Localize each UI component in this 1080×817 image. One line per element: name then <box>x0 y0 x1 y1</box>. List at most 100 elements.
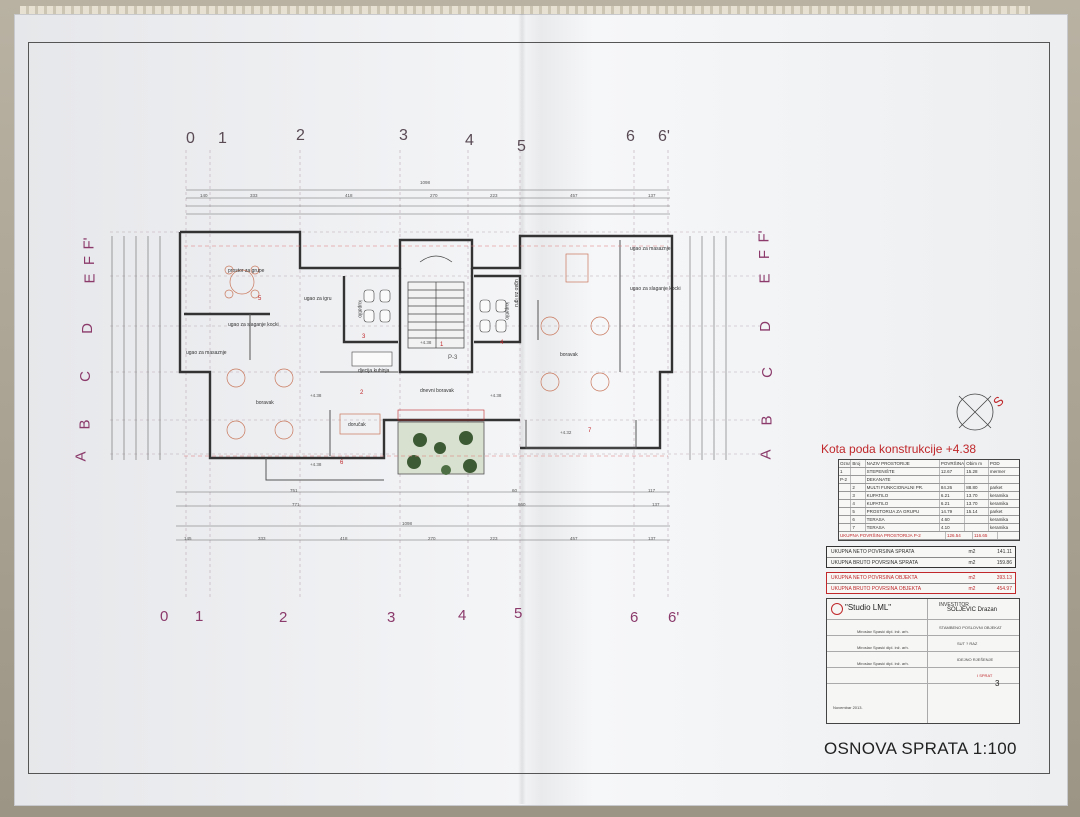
level-mark: +4.38 <box>310 393 322 398</box>
axis-bottom-0: 0 <box>160 608 169 625</box>
drawing-date: Novembar 2013. <box>833 705 863 710</box>
header-cell: Obim m <box>965 460 989 467</box>
table-cell <box>965 524 989 531</box>
area-table: Oznaka Broj NAZIV PROSTORIJE POVRŠINA m2… <box>838 459 1020 541</box>
dim-top-overall: 1098 <box>420 180 431 185</box>
room-label: djecija kuhinja <box>358 368 390 374</box>
dimension-lines <box>111 189 727 541</box>
room-label: ugao za igru <box>304 296 332 302</box>
studio-name: "Studio LML" <box>845 603 892 612</box>
room-label: boravak <box>256 400 274 406</box>
table-cell: 84.26 <box>940 484 966 491</box>
table-cell: 4.10 <box>940 524 966 531</box>
header-cell: POD <box>989 461 1000 466</box>
axis-top-0: 0 <box>186 130 195 147</box>
area-table-header: Oznaka Broj NAZIV PROSTORIJE POVRŠINA m2… <box>839 460 1019 468</box>
axis-left-Fprime: F' <box>80 237 98 250</box>
axis-top-5: 5 <box>517 138 526 155</box>
room-number: 7 <box>588 428 592 434</box>
room-label: dnevni boravak <box>420 388 454 394</box>
table-cell: 15.14 <box>965 508 989 515</box>
axis-top-2: 2 <box>296 127 305 144</box>
dim-bottom1-2: 60 <box>512 488 518 493</box>
floors-info: SUT ? RAZ <box>957 641 978 646</box>
title-block-divider <box>827 667 1019 668</box>
level-mark: +4.32 <box>560 430 572 435</box>
floor-level-heading: Kota poda konstrukcije +4.38 <box>821 442 977 456</box>
table-cell: KUPATILO <box>866 500 940 507</box>
axis-top-6prime: 6' <box>658 128 670 145</box>
staircase <box>407 255 465 349</box>
partitions <box>249 240 621 456</box>
table-cell <box>839 524 852 531</box>
table-cell: 4 <box>851 500 866 507</box>
room-number: 1 <box>440 342 444 348</box>
dim-bottom3-2: 333 <box>258 536 266 541</box>
title-block-divider <box>827 651 1019 652</box>
dim-bottom2-1: 771 <box>292 502 300 507</box>
axis-left-B: B <box>76 419 94 430</box>
axis-right-Fprime: F' <box>755 230 773 243</box>
axis-bottom-5: 5 <box>514 605 523 622</box>
dim-top-7: 137 <box>648 193 656 198</box>
table-cell <box>839 516 852 523</box>
outer-frame <box>28 42 1050 774</box>
table-cell: 4.60 <box>940 516 966 523</box>
table-cell: MULTI FUNKCIONALNI PR. <box>866 484 940 491</box>
axis-left-E: E <box>81 273 99 284</box>
dim-bottom1-1: 751 <box>290 488 298 493</box>
author-name: Miroslav Spasić dipl. inž. arh. <box>857 629 909 634</box>
axis-right-B: B <box>758 415 776 426</box>
walls <box>178 230 674 460</box>
table-cell: STEPENIŠTE <box>866 468 940 475</box>
sheet-title: OSNOVA SPRATA 1:100 <box>824 739 1017 758</box>
table-cell: keramika <box>989 517 1009 522</box>
studio-logo-icon <box>831 603 843 615</box>
room-label: kupatilo <box>356 300 363 318</box>
axis-left-C: C <box>76 371 94 382</box>
planter-garden <box>397 421 485 475</box>
table-cell: P-2 <box>839 476 852 483</box>
room-number: 3 <box>362 334 366 340</box>
summary-unit: m2 <box>968 575 976 581</box>
table-cell: DEKANATE <box>866 476 940 483</box>
summary-value: 159.86 <box>996 560 1012 566</box>
header-cell: Oznaka <box>840 460 852 467</box>
sheet-number: 3 <box>995 679 1000 688</box>
axis-top-4: 4 <box>465 132 474 149</box>
bathroom-fixtures <box>351 289 507 367</box>
summary-label: UKUPNA NETO POVRSINA OBJEKTA <box>831 575 918 581</box>
axis-right-C: C <box>758 367 776 378</box>
room-label: ugao za igru <box>512 279 519 307</box>
room-label: ugao za masaznje <box>630 246 671 252</box>
header-cell: Broj <box>851 460 866 467</box>
dim-bottom3-6: 457 <box>570 536 578 541</box>
terraces <box>265 409 637 481</box>
table-cell: KUPATILO <box>866 492 940 499</box>
dim-bottom3-4: 270 <box>428 536 436 541</box>
table-cell: 13.70 <box>965 492 989 499</box>
summary-label: UKUPNA BRUTO POVRSINA OBJEKTA <box>831 586 922 592</box>
axis-bottom-6prime: 6' <box>668 609 680 626</box>
table-cell: 6 <box>851 516 866 523</box>
table-cell: 12.67 <box>940 468 966 475</box>
table-cell: keramika <box>989 501 1009 506</box>
axis-right-E: E <box>756 273 774 284</box>
room-number: 4 <box>500 340 504 346</box>
dim-bottom3-3: 418 <box>340 536 348 541</box>
table-cell: 116.65 <box>973 532 998 539</box>
table-cell <box>989 476 1019 483</box>
level-mark: +4.38 <box>310 462 322 467</box>
table-cell <box>940 476 966 483</box>
author-name: Miroslav Spasić dipl. inž. arh. <box>857 645 909 650</box>
furniture <box>224 253 610 440</box>
